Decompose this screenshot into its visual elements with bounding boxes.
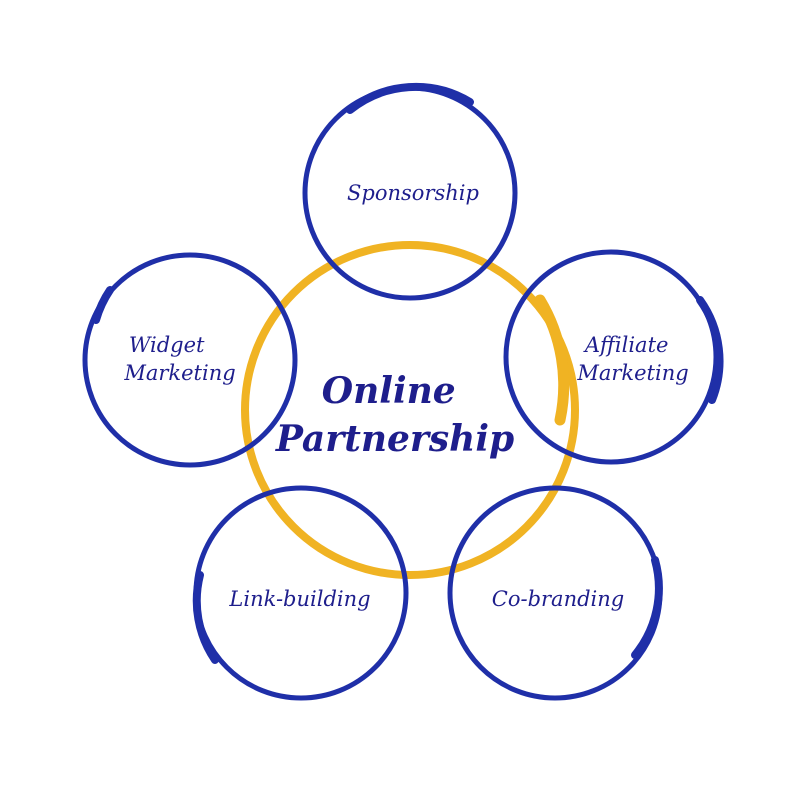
node-co-branding-brush-accent [631,556,663,659]
node-affiliate-marketing-label-line-1: Affiliate [583,333,669,357]
node-widget-marketing-brush-accent [92,286,114,324]
node-co-branding-label-line-1: Co-branding [492,587,624,611]
node-co-branding-label: Co-branding [492,587,624,611]
center-label: Online Partnership [275,370,514,460]
node-co-branding: Co-branding [447,485,663,701]
node-affiliate-marketing-ring [503,249,719,465]
center-ring-brush-accent [534,294,570,426]
node-sponsorship-brush-accent [346,82,474,114]
center-ring-stroke [241,241,579,579]
node-widget-marketing-label-line-2: Marketing [123,361,235,385]
node-widget-marketing-label-line-1: Widget [129,333,205,357]
node-sponsorship-label-line-1: Sponsorship [347,181,479,205]
node-link-building: Link-building [192,485,409,701]
node-affiliate-marketing: Affiliate Marketing [503,249,724,465]
center-label-line-1: Online [322,370,456,412]
node-link-building-label: Link-building [228,587,370,611]
node-link-building-brush-accent [192,571,219,664]
center-label-line-2: Partnership [275,418,514,460]
node-widget-marketing: Widget Marketing [82,252,298,468]
node-widget-marketing-label: Widget Marketing [123,333,235,385]
node-link-building-label-line-1: Link-building [228,587,370,611]
node-sponsorship: Sponsorship [302,82,518,301]
node-affiliate-marketing-label: Affiliate Marketing [576,333,688,385]
center-ring [241,241,579,579]
node-affiliate-marketing-label-line-2: Marketing [576,361,688,385]
node-affiliate-marketing-brush-accent [696,296,724,404]
node-widget-marketing-ring [82,252,298,468]
node-sponsorship-label: Sponsorship [347,181,479,205]
